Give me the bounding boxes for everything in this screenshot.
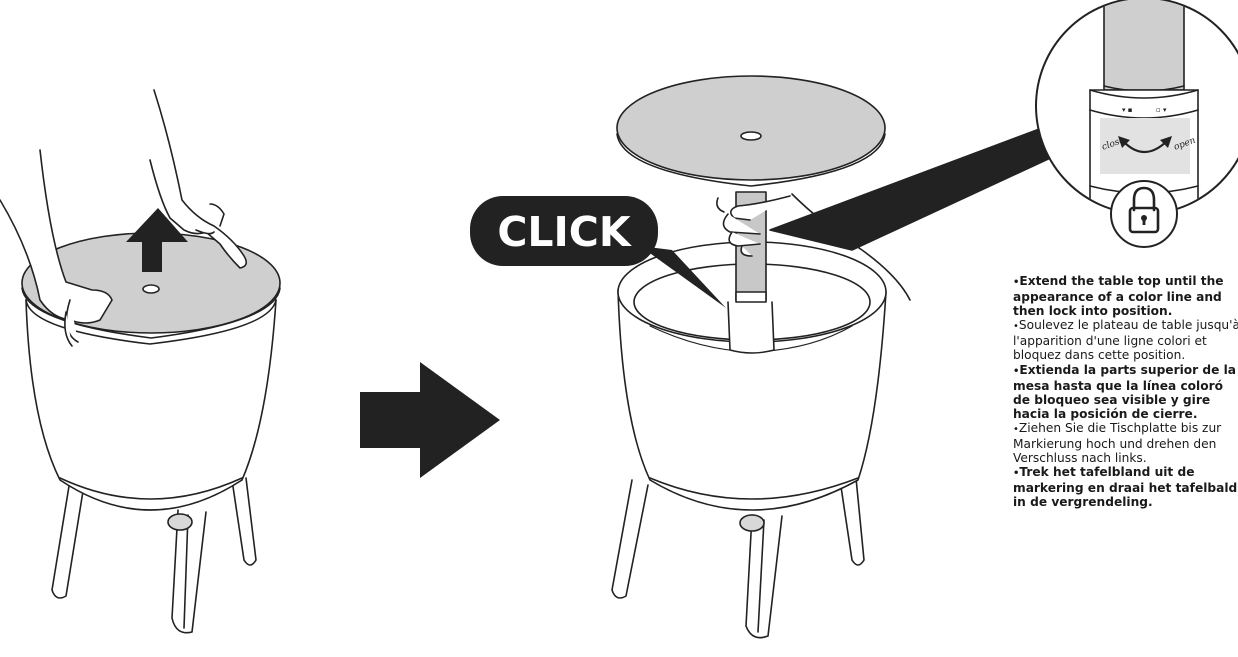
extended-cooler-table xyxy=(612,76,886,638)
instruction-es: •Extienda la parts superior de la mesa h… xyxy=(1013,363,1238,421)
arrow-right-icon xyxy=(360,362,500,478)
instruction-de: •Ziehen Sie die Tischplatte bis zur Mark… xyxy=(1013,421,1238,465)
lock-detail-magnifier: close open ▾ ▪ ▫ ▾ xyxy=(1036,0,1238,247)
instruction-fr: •Soulevez le plateau de table jusqu'à l'… xyxy=(1013,318,1238,362)
click-label: CLICK xyxy=(497,208,633,256)
lock-glyph-left: ▾ ▪ xyxy=(1122,106,1133,114)
instructions-text: •Extend the table top until the appearan… xyxy=(1013,274,1238,510)
instruction-en: •Extend the table top until the appearan… xyxy=(1013,274,1238,318)
instruction-nl: •Trek het tafelbland uit de markering en… xyxy=(1013,465,1238,509)
lock-glyph-right: ▫ ▾ xyxy=(1156,106,1167,114)
